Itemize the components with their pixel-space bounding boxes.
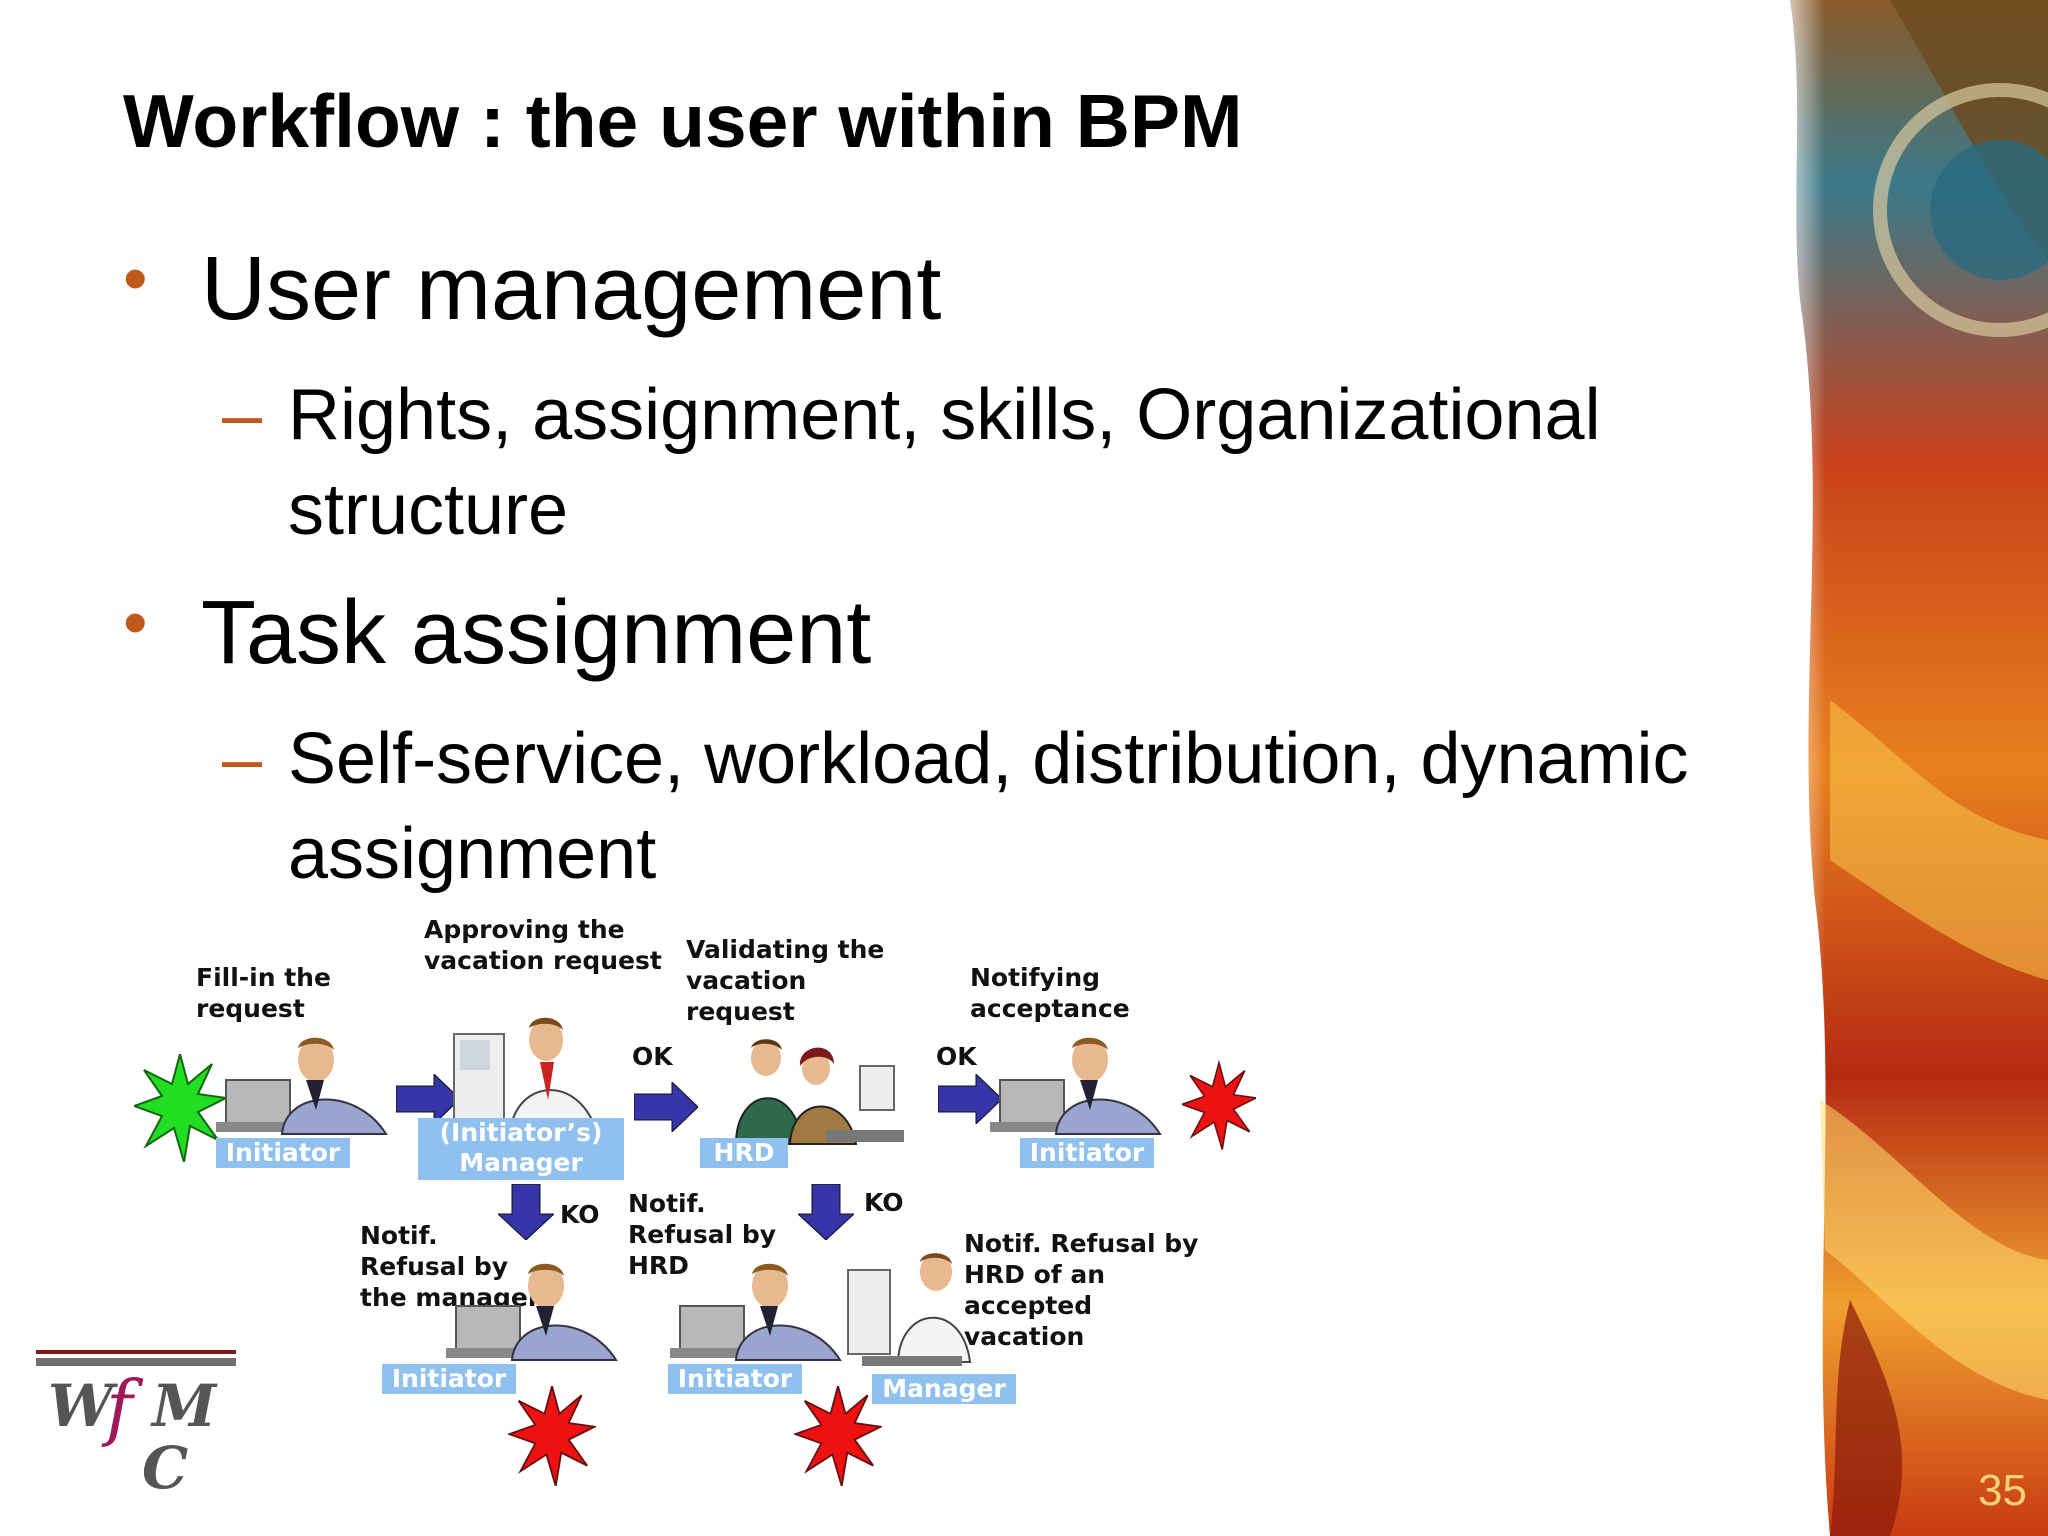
flow-label-ko-2: KO: [864, 1188, 904, 1217]
flow-label-ok-2: OK: [936, 1042, 977, 1071]
role-initiator-2: Initiator: [1020, 1138, 1154, 1168]
flow-label-ko-1: KO: [560, 1200, 600, 1229]
bullet-dot: •: [123, 239, 148, 317]
role-initiator-4: Initiator: [668, 1364, 802, 1394]
label-notif-refusal-hrd: Notif. Refusal by HRD: [628, 1189, 777, 1280]
svg-text:f: f: [101, 1365, 144, 1449]
end-star-icon: [1182, 1059, 1256, 1150]
flow-label-ok-1: OK: [632, 1042, 673, 1071]
label-validating: Validating the vacation request: [686, 935, 885, 1026]
flow-arrow-right-icon: [938, 1074, 1002, 1124]
initiator-at-laptop-icon: [446, 1263, 618, 1361]
svg-text:W: W: [48, 1372, 118, 1440]
flow-arrow-right-icon: [634, 1082, 698, 1132]
role-manager-2: Manager: [872, 1374, 1016, 1404]
role-initiator-3: Initiator: [382, 1364, 516, 1394]
decorative-side-artwork: [1770, 0, 2048, 1536]
flow-arrow-down-icon: [498, 1184, 554, 1240]
sub-bullet-dash: –: [222, 719, 263, 799]
label-notif-refusal-hrd-accepted: Notif. Refusal by HRD of an accepted vac…: [964, 1229, 1199, 1351]
sub-bullet-dash: –: [222, 375, 263, 455]
flow-arrow-down-icon: [798, 1184, 854, 1240]
bullet-text: Task assignment: [201, 583, 872, 683]
manager-at-computer-icon: [847, 1253, 972, 1366]
svg-text:M: M: [150, 1372, 218, 1440]
initiator-at-laptop-icon: [990, 1037, 1162, 1135]
flow-arrow-right-icon: [396, 1074, 460, 1124]
sub-bullet-line-1: Self-service, workload, distribution, dy…: [288, 719, 1689, 799]
svg-text:C: C: [142, 1434, 188, 1498]
end-star-icon: [508, 1386, 596, 1486]
label-notifying: Notifying acceptance: [970, 963, 1130, 1023]
initiator-at-laptop-icon: [216, 1037, 388, 1135]
sub-bullet-line-1: Rights, assignment, skills, Organization…: [288, 375, 1601, 455]
role-hrd: HRD: [700, 1138, 788, 1168]
slide-title: Workflow : the user within BPM: [123, 79, 1243, 163]
sub-bullet-line-2: assignment: [288, 814, 657, 894]
sub-bullet-line-2: structure: [288, 470, 569, 550]
bullet-dot: •: [123, 583, 148, 661]
label-notif-refusal-manager: Notif. Refusal by the manager: [360, 1221, 541, 1312]
bullet-text: User management: [201, 239, 942, 339]
start-star-icon: [134, 1054, 226, 1162]
wfmc-logo: W f M C: [36, 1350, 236, 1498]
role-initiator-1: Initiator: [216, 1138, 350, 1168]
role-initiators-manager: (Initiator’s) Manager: [418, 1118, 624, 1180]
initiator-at-laptop-icon: [670, 1263, 842, 1361]
page-number: 35: [1978, 1466, 2027, 1515]
label-fill-in: Fill-in the request: [196, 963, 331, 1023]
end-star-icon: [794, 1386, 882, 1486]
hrd-team-icon: [734, 1039, 904, 1145]
label-approving: Approving the vacation request: [424, 915, 662, 975]
